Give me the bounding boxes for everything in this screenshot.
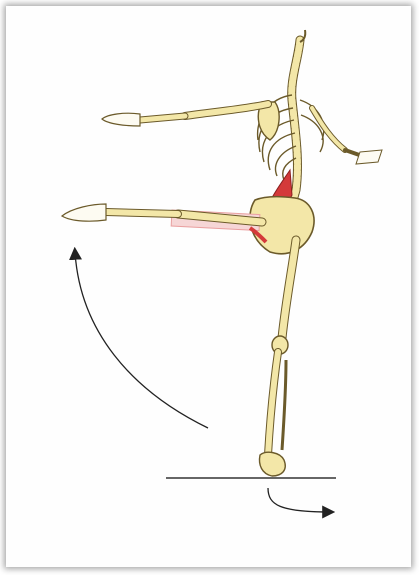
front-hand bbox=[102, 113, 140, 126]
turnout-arrow bbox=[268, 488, 330, 512]
raised-foot bbox=[62, 204, 106, 221]
raised-shin bbox=[62, 204, 178, 221]
leg-lift-arrow bbox=[75, 252, 208, 428]
raised-thigh bbox=[171, 210, 266, 242]
standing-leg bbox=[260, 240, 297, 476]
front-arm bbox=[102, 104, 268, 126]
standing-foot bbox=[260, 452, 286, 476]
back-hand bbox=[356, 150, 382, 164]
